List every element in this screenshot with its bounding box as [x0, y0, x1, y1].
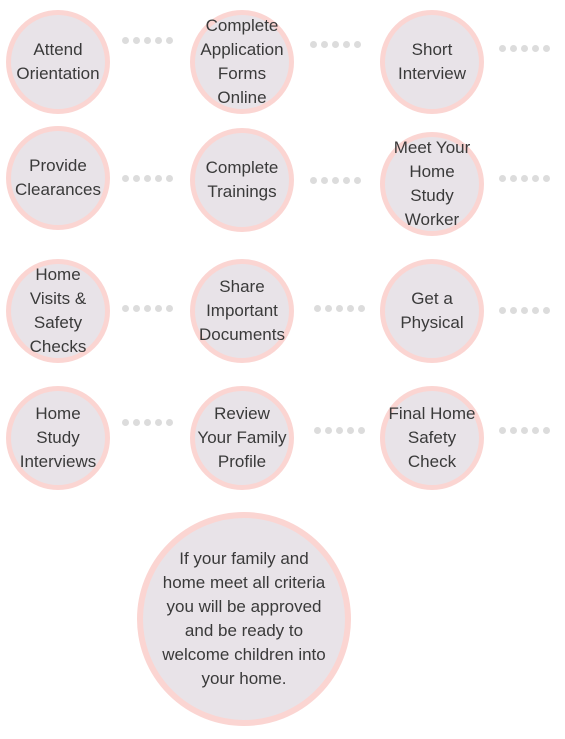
connector: [122, 174, 173, 182]
step-label: Home Visits & Safety Checks: [29, 265, 87, 356]
step-label: Attend Orientation: [16, 40, 100, 83]
step-short-interview: Short Interview: [380, 10, 484, 114]
connector: [499, 174, 550, 182]
connector: [122, 418, 173, 426]
connector: [314, 304, 365, 312]
approval-outcome-label: If your family and home meet all criteri…: [162, 549, 326, 688]
connector: [499, 306, 550, 314]
connector: [310, 40, 361, 48]
step-label: Complete Trainings: [205, 158, 279, 201]
connector: [499, 44, 550, 52]
connector: [499, 426, 550, 434]
step-attend-orientation: Attend Orientation: [6, 10, 110, 114]
step-home-study-interviews: Home Study Interviews: [6, 386, 110, 490]
step-complete-application-forms: Complete Application Forms Online: [190, 10, 294, 114]
step-get-a-physical: Get a Physical: [380, 259, 484, 363]
step-meet-home-study-worker: Meet Your Home Study Worker: [380, 132, 484, 236]
approval-outcome: If your family and home meet all criteri…: [137, 512, 351, 726]
step-label: Meet Your Home Study Worker: [393, 138, 471, 229]
step-provide-clearances: Provide Clearances: [6, 126, 110, 230]
connector: [314, 426, 365, 434]
connector: [122, 304, 173, 312]
step-label: Complete Application Forms Online: [200, 16, 284, 107]
step-complete-trainings: Complete Trainings: [190, 128, 294, 232]
step-label: Short Interview: [397, 40, 467, 83]
step-label: Get a Physical: [400, 289, 464, 332]
connector: [310, 176, 361, 184]
step-review-family-profile: Review Your Family Profile: [190, 386, 294, 490]
step-label: Share Important Documents: [199, 277, 285, 344]
step-share-important-documents: Share Important Documents: [190, 259, 294, 363]
step-label: Final Home Safety Check: [388, 404, 476, 471]
step-label: Provide Clearances: [15, 156, 101, 199]
step-label: Home Study Interviews: [19, 404, 97, 471]
step-home-visits-safety-checks: Home Visits & Safety Checks: [6, 259, 110, 363]
step-final-home-safety-check: Final Home Safety Check: [380, 386, 484, 490]
connector: [122, 36, 173, 44]
step-label: Review Your Family Profile: [197, 404, 287, 471]
